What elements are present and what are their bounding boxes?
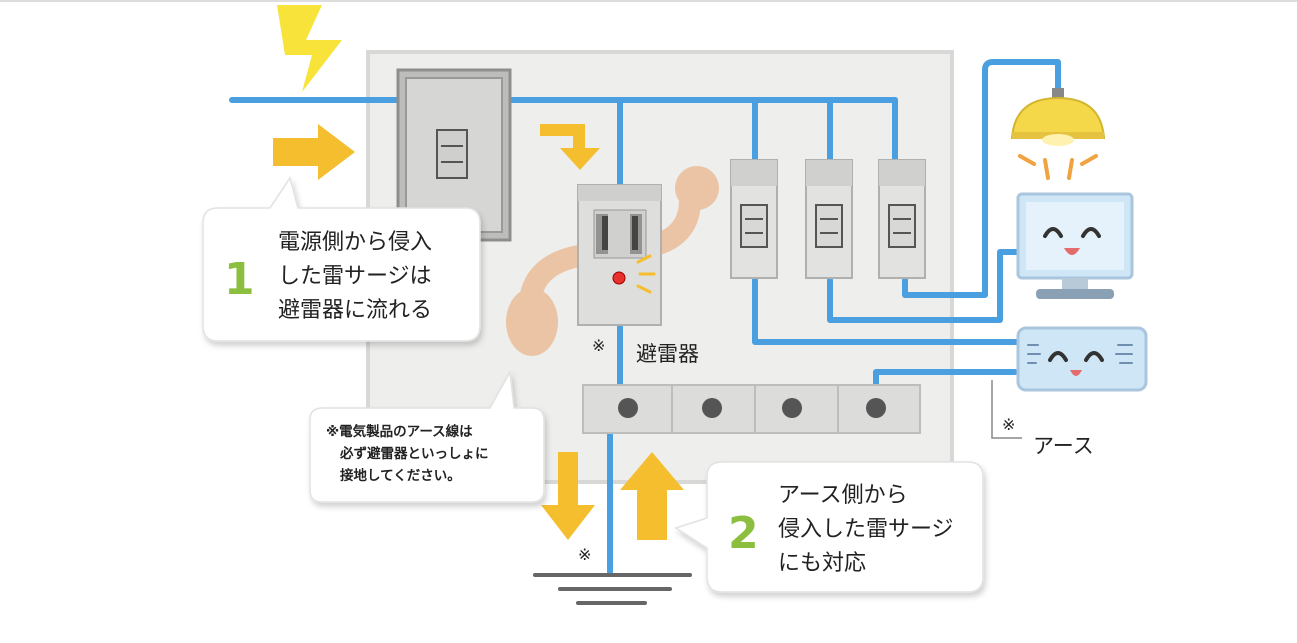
branch-breaker-1 (730, 159, 778, 279)
earth-terminal-bar (582, 384, 921, 434)
callout-2-line-1: アース側から (778, 483, 908, 508)
callout-2-bubble (674, 461, 984, 593)
monitor-power-wire (827, 249, 1023, 323)
ground-mark: ※ (578, 545, 591, 564)
callout-1-number: 1 (224, 254, 255, 305)
earth-label: アース (1033, 434, 1094, 458)
lightning-bolt-icon (277, 5, 342, 92)
callout-2-number: 2 (728, 508, 759, 559)
ground-symbol (533, 573, 692, 605)
surge-inflow-arrow-icon (273, 124, 355, 180)
callout-1-line-2: した雷サージは (278, 264, 432, 289)
ceiling-lamp-icon (1010, 88, 1106, 180)
router-power-wire (752, 277, 1023, 345)
callout-2-line-3: にも対応 (778, 551, 866, 576)
note-bubble (309, 369, 545, 503)
arrester-arms (506, 166, 719, 356)
branch-breaker-3 (878, 159, 926, 279)
note-line-3: 接地してください。 (340, 467, 461, 484)
lamp-power-wire (902, 59, 1061, 298)
arrester-label: 避雷器 (636, 342, 699, 366)
callout-1-line-3: 避雷器に流れる (278, 298, 432, 323)
up-from-ground-arrow-icon (620, 452, 684, 540)
earth-leader-line (991, 380, 1022, 439)
callout-1-bubble (202, 176, 481, 342)
note-line-1: ※電気製品のアース線は (326, 423, 473, 440)
callout-1-line-1: 電源側から侵入 (278, 230, 432, 255)
branch-breaker-2 (805, 159, 853, 279)
surge-to-arrester-arrow-icon (540, 124, 600, 170)
surge-arrester (577, 184, 662, 326)
monitor-icon (1016, 192, 1134, 299)
note-line-2: 必ず避雷器といっしょに (339, 445, 489, 462)
arrester-mark: ※ (592, 336, 605, 355)
router-icon (1016, 326, 1148, 392)
callout-2-line-2: 侵入した雷サージ (778, 517, 954, 542)
earth-mark: ※ (1002, 415, 1015, 434)
down-to-ground-arrow-icon (541, 452, 595, 540)
